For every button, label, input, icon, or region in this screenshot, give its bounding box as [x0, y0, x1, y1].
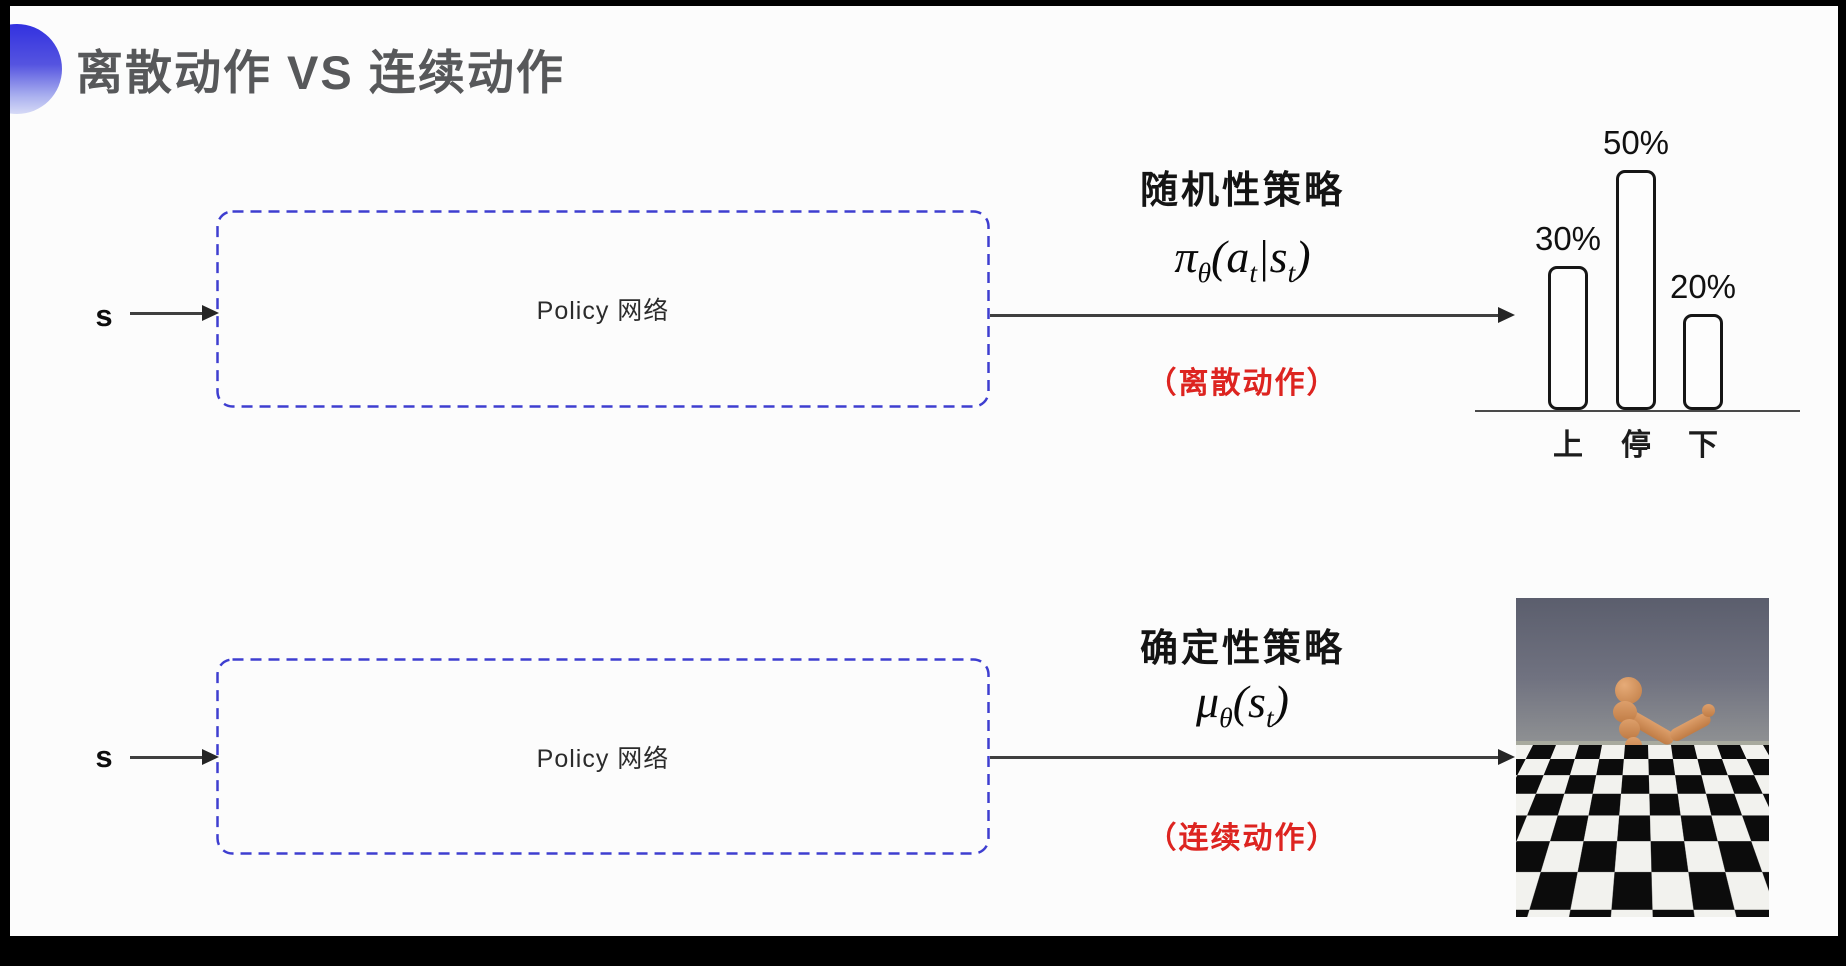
formula-pi: π — [1174, 231, 1198, 282]
stochastic-policy-formula: πθ(at|st) — [1070, 230, 1415, 289]
humanoid-shadow — [1594, 854, 1686, 869]
sim-horizon — [1516, 741, 1769, 747]
humanoid-shoulder — [1613, 701, 1637, 723]
deterministic-policy-formula: μθ(st) — [1070, 675, 1415, 734]
probability-bar-chart: 30% 上 50% 停 20% 下 — [1465, 116, 1810, 486]
humanoid-chest — [1619, 719, 1640, 739]
dashed-border — [216, 210, 990, 408]
title-accent-circle — [10, 24, 62, 114]
humanoid-hand — [1702, 704, 1715, 717]
action-category-label-下: 下 — [1688, 429, 1718, 462]
prob-bar-上 — [1548, 266, 1588, 410]
input-arrowhead-discrete — [202, 305, 219, 321]
policy-network-box-discrete: Policy 网络 — [216, 210, 990, 408]
continuous-action-note: （连续动作） — [1146, 822, 1339, 855]
discrete-action-note: （离散动作） — [1146, 367, 1339, 400]
dashed-border — [216, 658, 990, 855]
humanoid-simulation-image — [1516, 598, 1769, 917]
chart-baseline — [1475, 410, 1800, 412]
policy-network-box-continuous: Policy 网络 — [216, 658, 990, 855]
formula-close: ) — [1273, 676, 1289, 727]
deterministic-policy-title: 确定性策略 — [1139, 628, 1345, 670]
slide-title: 离散动作 VS 连续动作 — [76, 46, 565, 99]
prob-bar-下 — [1683, 314, 1723, 410]
action-category-label-上: 上 — [1553, 429, 1583, 462]
formula-a-sub: t — [1249, 257, 1258, 289]
slide: 离散动作 VS 连续动作 s Policy 网络 随机性策略 πθ(at|st)… — [10, 6, 1838, 936]
output-arrowhead-continuous — [1498, 749, 1515, 765]
humanoid-foot — [1594, 831, 1650, 849]
policy-network-label-discrete: Policy 网络 — [536, 297, 670, 325]
formula-bar-s: |s — [1257, 231, 1288, 282]
formula-open-s: (s — [1232, 676, 1266, 727]
formula-close: ) — [1295, 231, 1311, 282]
policy-network-label-continuous: Policy 网络 — [536, 744, 670, 773]
output-arrow-discrete — [990, 314, 1498, 317]
prob-value-label-下: 20% — [1669, 268, 1737, 305]
prob-value-label-停: 50% — [1602, 124, 1670, 161]
formula-s-sub: t — [1265, 702, 1274, 734]
formula-open-a: (a — [1211, 231, 1250, 282]
humanoid-head — [1615, 677, 1642, 704]
action-category-label-停: 停 — [1621, 429, 1651, 462]
input-arrow-continuous — [130, 756, 202, 759]
input-arrowhead-continuous — [202, 749, 219, 765]
prob-value-label-上: 30% — [1534, 220, 1602, 257]
output-arrowhead-discrete — [1498, 307, 1515, 323]
prob-bar-停 — [1616, 170, 1656, 410]
state-input-label-discrete: s — [95, 298, 113, 333]
stochastic-policy-title: 随机性策略 — [1139, 170, 1345, 212]
state-input-label-continuous: s — [95, 739, 113, 774]
formula-theta-sub: θ — [1219, 702, 1233, 734]
formula-s-sub: t — [1287, 257, 1296, 289]
input-arrow-discrete — [130, 312, 202, 315]
formula-mu: μ — [1196, 676, 1220, 727]
output-arrow-continuous — [990, 756, 1498, 759]
formula-theta-sub: θ — [1197, 257, 1212, 289]
